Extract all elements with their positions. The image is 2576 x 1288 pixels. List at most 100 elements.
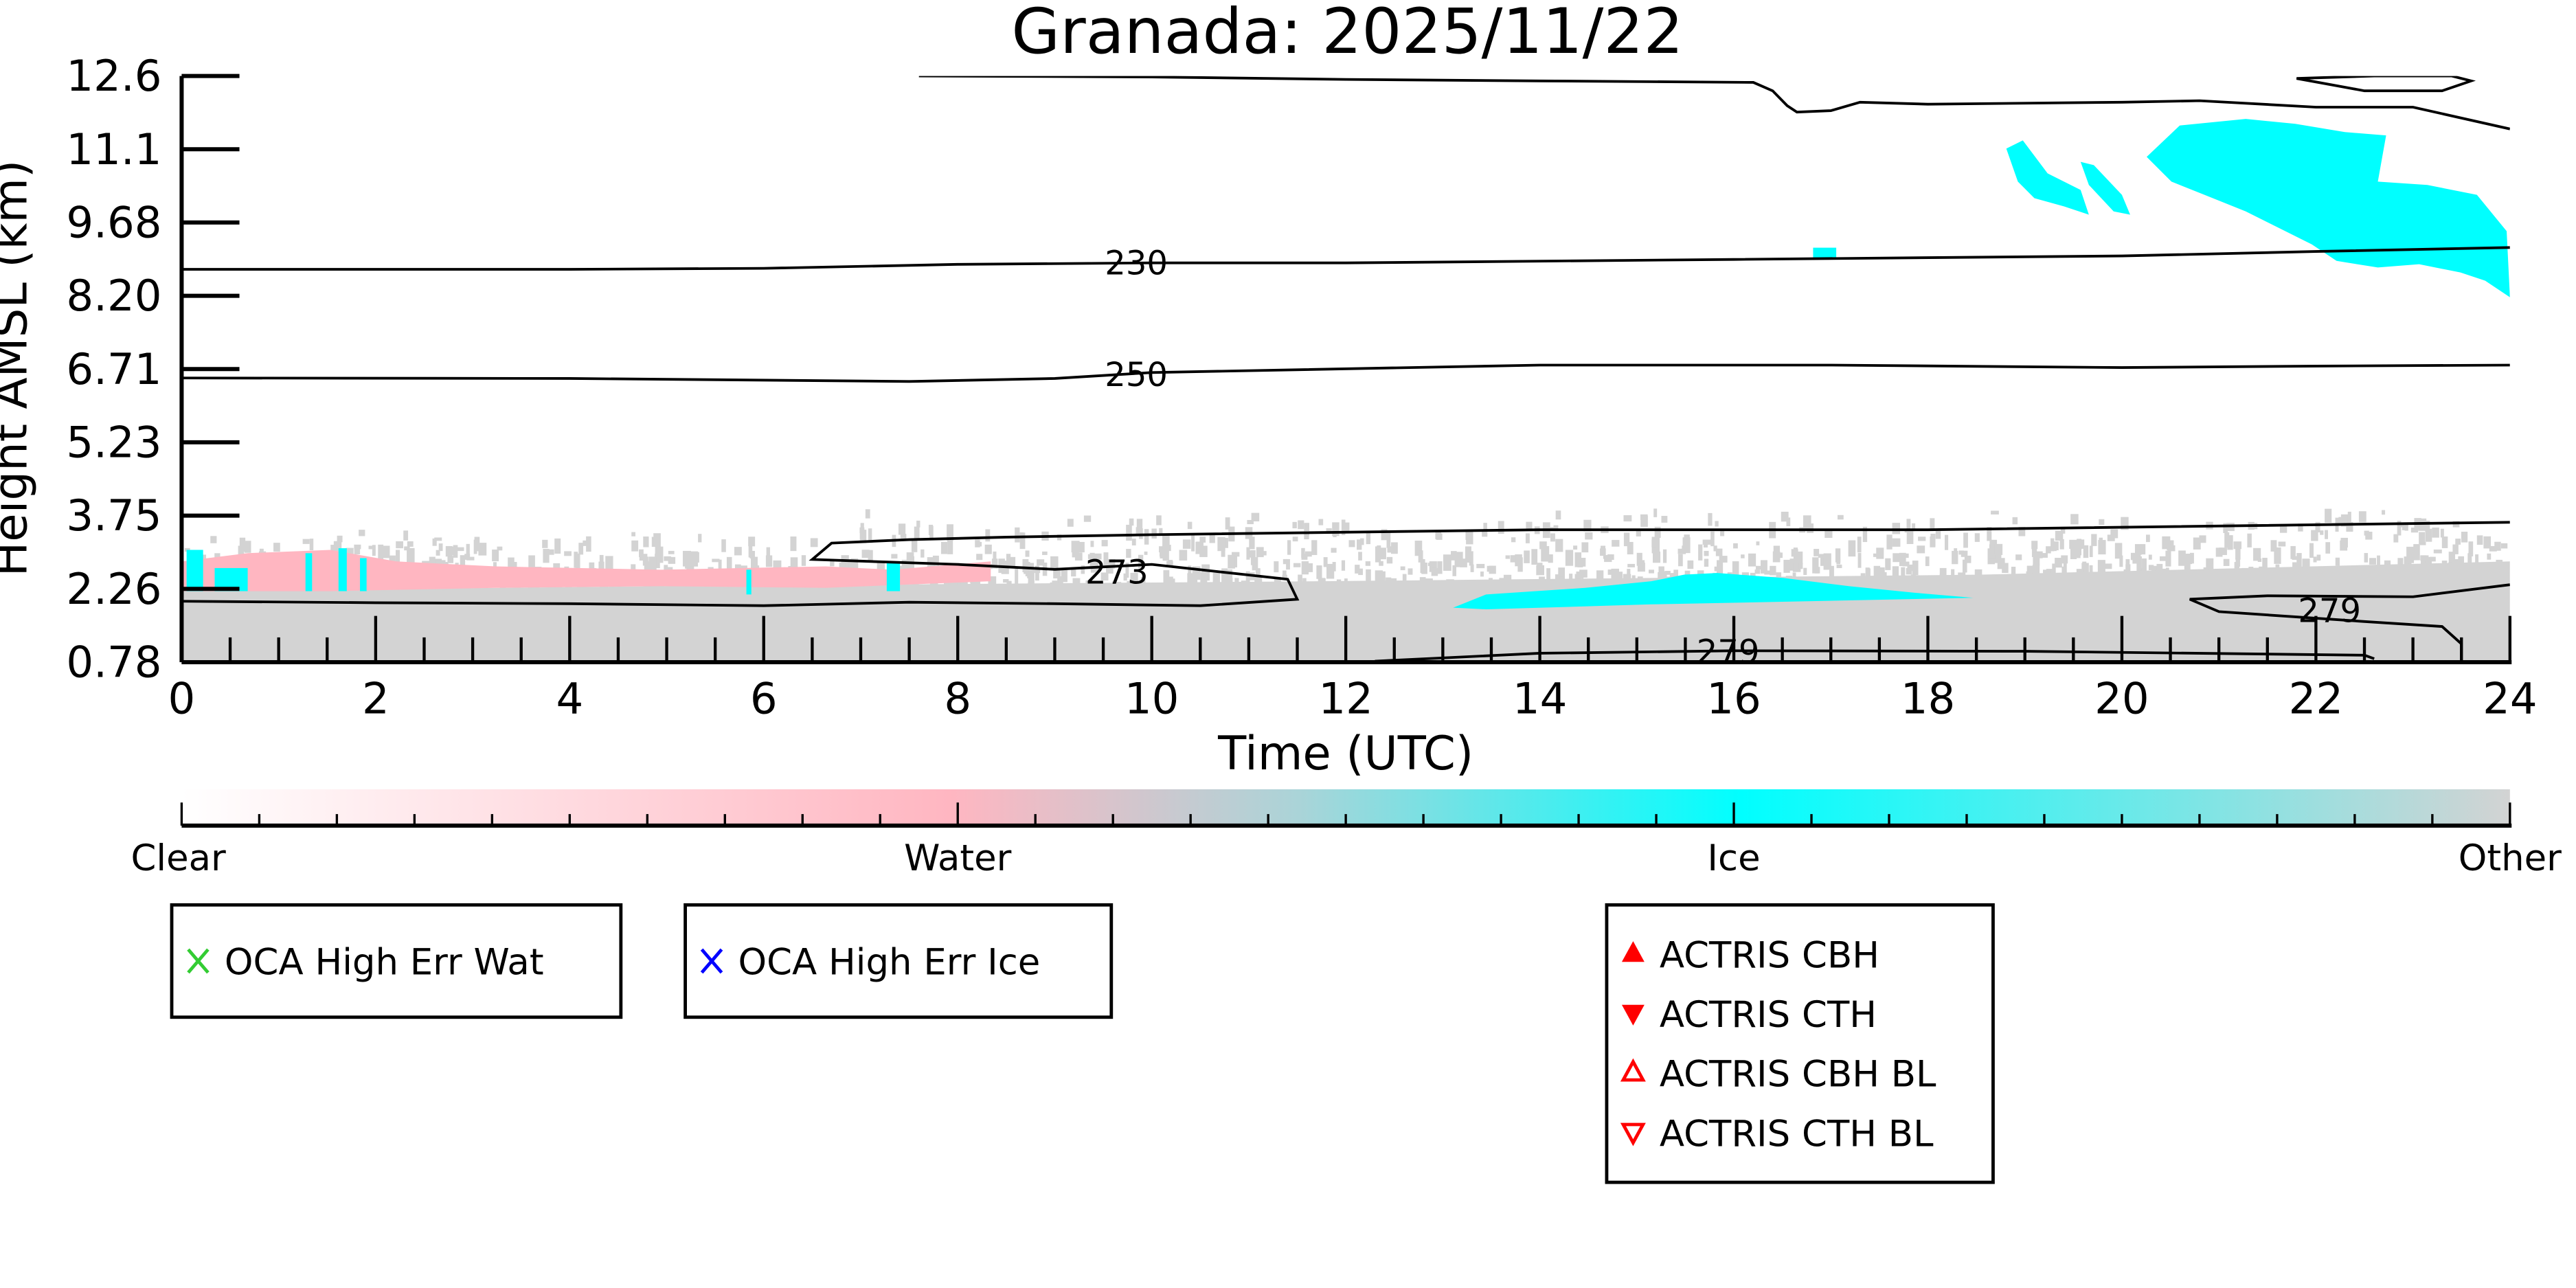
x-tick-label: 2	[362, 673, 389, 723]
other-speckle	[1187, 573, 1195, 589]
other-speckle	[810, 538, 818, 547]
other-speckle	[1103, 552, 1109, 567]
other-speckle	[1987, 527, 1992, 541]
other-speckle	[1162, 545, 1171, 552]
other-speckle	[830, 561, 835, 567]
other-speckle	[721, 539, 726, 552]
other-speckle	[1050, 556, 1059, 570]
other-speckle	[1719, 556, 1728, 563]
other-speckle	[1136, 527, 1142, 536]
other-speckle	[2461, 532, 2468, 543]
legend-entry-label: ACTRIS CBH	[1660, 935, 1879, 977]
other-speckle	[1623, 515, 1632, 522]
other-speckle	[2397, 521, 2402, 536]
other-speckle	[2425, 556, 2432, 569]
other-speckle	[748, 541, 753, 558]
other-speckle	[1083, 515, 1092, 522]
x-tick-label: 10	[1125, 673, 1179, 723]
other-speckle	[184, 547, 190, 552]
other-speckle	[991, 558, 998, 569]
other-speckle	[1596, 570, 1604, 585]
other-speckle	[1129, 518, 1134, 526]
other-speckle	[2476, 535, 2483, 545]
other-speckle	[1168, 560, 1173, 567]
other-speckle	[1414, 541, 1423, 556]
other-speckle	[2487, 553, 2492, 560]
other-speckle	[302, 539, 310, 544]
other-speckle	[1824, 529, 1833, 539]
other-speckle	[2055, 530, 2064, 541]
other-speckle	[2402, 526, 2406, 530]
other-speckle	[1027, 563, 1035, 578]
legend-box: OCA High Err Ice	[683, 903, 1114, 1019]
other-speckle	[2110, 529, 2119, 539]
other-speckle	[1662, 549, 1667, 563]
legend-box: OCA High Err Wat	[170, 903, 623, 1019]
other-speckle	[2223, 558, 2230, 566]
other-speckle	[1379, 561, 1383, 566]
other-speckle	[1476, 563, 1485, 569]
other-speckle	[1798, 563, 1803, 569]
other-speckle	[1391, 542, 1398, 554]
other-speckle	[1286, 558, 1290, 570]
other-speckle	[578, 543, 584, 555]
other-speckle	[1331, 547, 1337, 553]
other-speckle	[2162, 536, 2171, 550]
other-speckle	[1246, 547, 1250, 560]
other-speckle	[1945, 534, 1949, 550]
x-tick-label: 22	[2289, 673, 2344, 723]
other-speckle	[1326, 563, 1335, 579]
other-speckle	[682, 550, 691, 567]
other-speckle	[1341, 560, 1346, 571]
other-speckle	[2235, 544, 2241, 560]
other-speckle	[1057, 576, 1063, 589]
other-speckle	[976, 554, 983, 561]
other-speckle	[865, 509, 870, 519]
other-speckle	[2364, 553, 2369, 563]
other-speckle	[1733, 543, 1738, 549]
other-speckle	[2404, 556, 2412, 567]
other-speckle	[1717, 560, 1724, 575]
other-speckle	[1662, 571, 1667, 578]
other-speckle	[928, 524, 933, 536]
other-speckle	[542, 539, 548, 548]
other-speckle	[1355, 565, 1360, 574]
other-speckle	[1199, 545, 1208, 557]
other-speckle	[749, 550, 756, 559]
other-speckle	[868, 528, 872, 541]
other-speckle	[1217, 536, 1225, 552]
other-speckle	[2404, 523, 2408, 531]
other-speckle	[1304, 523, 1309, 540]
other-speckle	[1136, 519, 1143, 530]
other-speckle	[1835, 548, 1841, 563]
other-speckle	[1754, 569, 1761, 574]
other-speckle	[554, 538, 561, 554]
contour-line	[181, 521, 2510, 607]
other-speckle	[2410, 528, 2419, 533]
other-speckle	[1906, 530, 1914, 545]
other-speckle	[1573, 545, 1578, 550]
legend-entry-label: ACTRIS CTH BL	[1660, 1113, 1934, 1155]
contour-label: 273	[1085, 553, 1149, 591]
other-speckle	[372, 545, 376, 556]
other-speckle	[2148, 554, 2152, 560]
other-speckle	[1857, 536, 1862, 553]
other-speckle	[1179, 550, 1188, 561]
other-speckle	[1623, 532, 1630, 547]
other-speckle	[492, 550, 499, 562]
triangle-down-icon	[1620, 1122, 1646, 1146]
other-speckle	[920, 549, 925, 558]
other-speckle	[1344, 522, 1350, 532]
other-speckle	[1195, 541, 1201, 554]
other-speckle	[1293, 563, 1301, 567]
other-speckle	[434, 537, 442, 541]
other-speckle	[2262, 558, 2268, 572]
other-speckle	[947, 524, 953, 541]
other-speckle	[1838, 515, 1844, 520]
other-speckle	[245, 541, 251, 553]
other-speckle	[1876, 547, 1884, 559]
other-speckle	[1375, 570, 1383, 586]
other-speckle	[2453, 558, 2460, 563]
other-speckle	[1917, 545, 1925, 554]
